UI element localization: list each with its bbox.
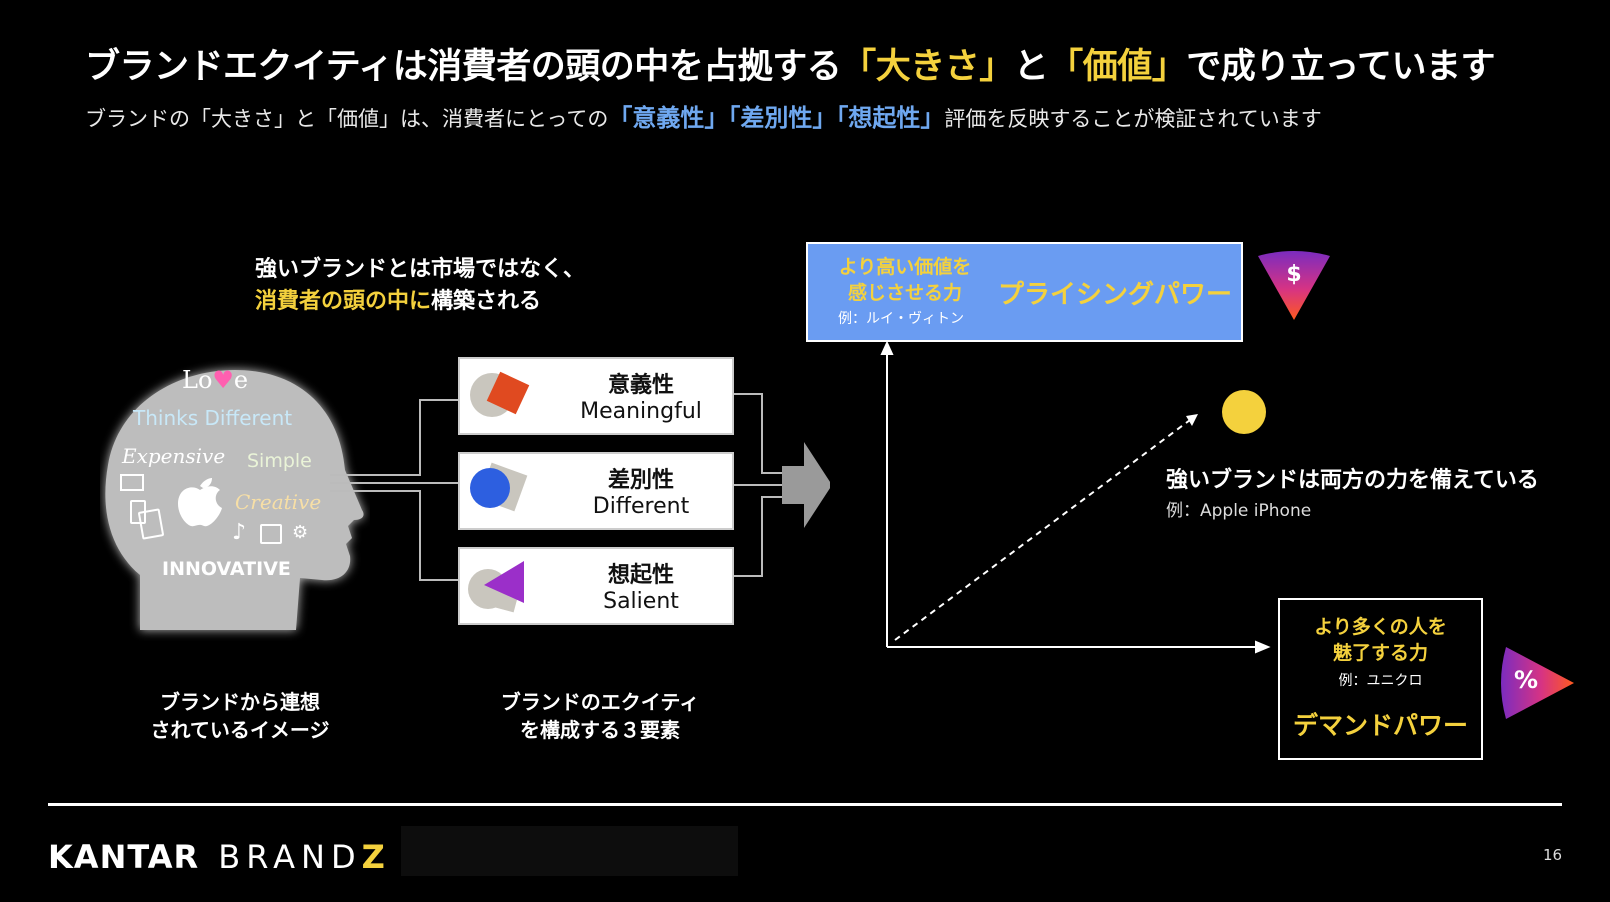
head-illustration: Lo♥e Thinks Different Expensive Simple C… [100,360,370,660]
headline-line1: 強いブランドとは市場ではなく、 [255,257,586,282]
redacted-block [401,826,738,876]
headline-rest: 構築される [431,289,542,314]
salient-shape-icon [468,561,524,613]
kantar-brandz-logo: KANTAR BRANDZ [48,838,386,876]
demand-power-box: より多くの人を 魅了する力 例：ユニクロ デマンドパワー [1278,598,1483,760]
pillar-jp-label: 想起性 [607,563,674,588]
footer-divider [48,803,1562,806]
caption-line: ブランドのエクイティ [500,690,700,714]
dollar-icon: $ [1286,262,1302,287]
keyword-thinks-different: Thinks Different [133,406,293,430]
pillar-meaningful: 意義性 Meaningful [458,357,734,435]
caption-line: ブランドから連想 [160,690,320,714]
pillar-en-label: Different [592,494,690,519]
pricing-desc-line: 感じさせる力 [847,282,962,304]
diagonal-dashed-line [894,419,1191,641]
strong-brand-example: 例：Apple iPhone [1166,501,1312,521]
headline-highlight: 消費者の頭の中に [255,289,432,314]
calendar-icon [260,524,282,544]
title-text: で成り立っています [1186,47,1496,87]
subtitle-text: ブランドの「大きさ」と「価値」は、消費者にとっての [85,107,609,131]
diagonal-arrowhead [1186,414,1198,426]
pricing-description: より高い価値を 感じさせる力 [820,254,990,306]
pricing-power-label: プライシングパワー [998,280,1233,310]
title-highlight-value: 「価値」 [1048,47,1187,87]
keyword-creative: Creative [235,490,322,514]
title-highlight-size: 「大きさ」 [841,47,1014,87]
headline-line2: 消費者の頭の中に構築される [255,286,585,318]
demand-desc-line: より多くの人を [1314,616,1447,638]
subtitle-highlight-salient: 「想起性」 [836,104,945,132]
page-subtitle: ブランドの「大きさ」と「価値」は、消費者にとっての「意義性」「差別性」「想起性」… [85,98,1322,133]
pillar-salient: 想起性 Salient [458,547,734,625]
y-axis-arrowhead [880,340,894,355]
cup-icon [137,508,165,540]
caption-equity: ブランドのエクイティ を構成する３要素 [490,688,710,744]
logo-kantar: KANTAR [48,838,200,876]
pricing-triangle-icon [1258,251,1330,320]
heart-icon: ♥ [212,366,234,394]
title-text: と [1013,47,1049,87]
pillar-jp-label: 差別性 [607,468,674,493]
demand-triangle-icon [1501,647,1574,719]
demand-description: より多くの人を 魅了する力 [1280,614,1481,666]
pillar-different: 差別性 Different [458,452,734,530]
subtitle-text: 評価を反映することが検証されています [944,107,1322,131]
film-reel-icon: ⚙ [292,522,309,543]
page-number: 16 [1543,846,1563,864]
apple-logo-icon [178,478,222,527]
pricing-power-box: より高い価値を 感じさせる力 例：ルイ・ヴィトン プライシングパワー [806,242,1243,342]
different-shape-icon [470,462,528,512]
credit-card-icon [120,474,144,491]
pillar-jp-label: 意義性 [607,373,674,398]
pricing-desc-line: より高い価値を [838,256,972,278]
keyword-simple: Simple [247,450,312,472]
demand-example: 例：ユニクロ [1338,673,1423,689]
demand-desc-line: 魅了する力 [1332,642,1428,664]
caption-line: を構成する３要素 [520,718,680,742]
demand-power-label: デマンドパワー [1292,711,1468,740]
keyword-innovative: INNOVATIVE [162,558,291,580]
phone-icon [130,500,146,524]
percent-icon: % [1513,666,1539,694]
music-note-icon: ♪ [232,520,247,545]
page-title: ブランドエクイティは消費者の頭の中を占拠する「大きさ」と「価値」で成り立っていま… [85,38,1496,89]
subtitle-highlight-different: 「差別性」 [728,104,837,132]
x-axis-arrowhead [1255,640,1271,654]
title-text: ブランドエクイティは消費者の頭の中を占拠する [85,47,842,87]
connector-lines [330,393,830,581]
pricing-example: 例：ルイ・ヴィトン [838,311,964,327]
keyword-expensive: Expensive [122,444,226,468]
strong-brand-dot [1222,390,1266,434]
strong-brand-label: 強いブランドは両方の力を備えている [1166,468,1539,493]
keyword-love: Lo♥e [182,366,249,394]
caption-line: されているイメージ [150,718,330,742]
pillar-en-label: Salient [603,589,679,614]
logo-brand: BRAND [218,838,362,876]
pillar-en-label: Meaningful [580,399,702,424]
caption-associations: ブランドから連想 されているイメージ [135,688,345,744]
subtitle-highlight-meaningful: 「意義性」 [608,104,729,132]
head-silhouette [105,370,364,630]
arrow-right-icon [782,442,830,528]
headline: 強いブランドとは市場ではなく、 消費者の頭の中に構築される [255,254,585,318]
logo-z: Z [361,838,386,876]
power-axes [880,340,1271,654]
meaningful-shape-icon [470,371,530,417]
